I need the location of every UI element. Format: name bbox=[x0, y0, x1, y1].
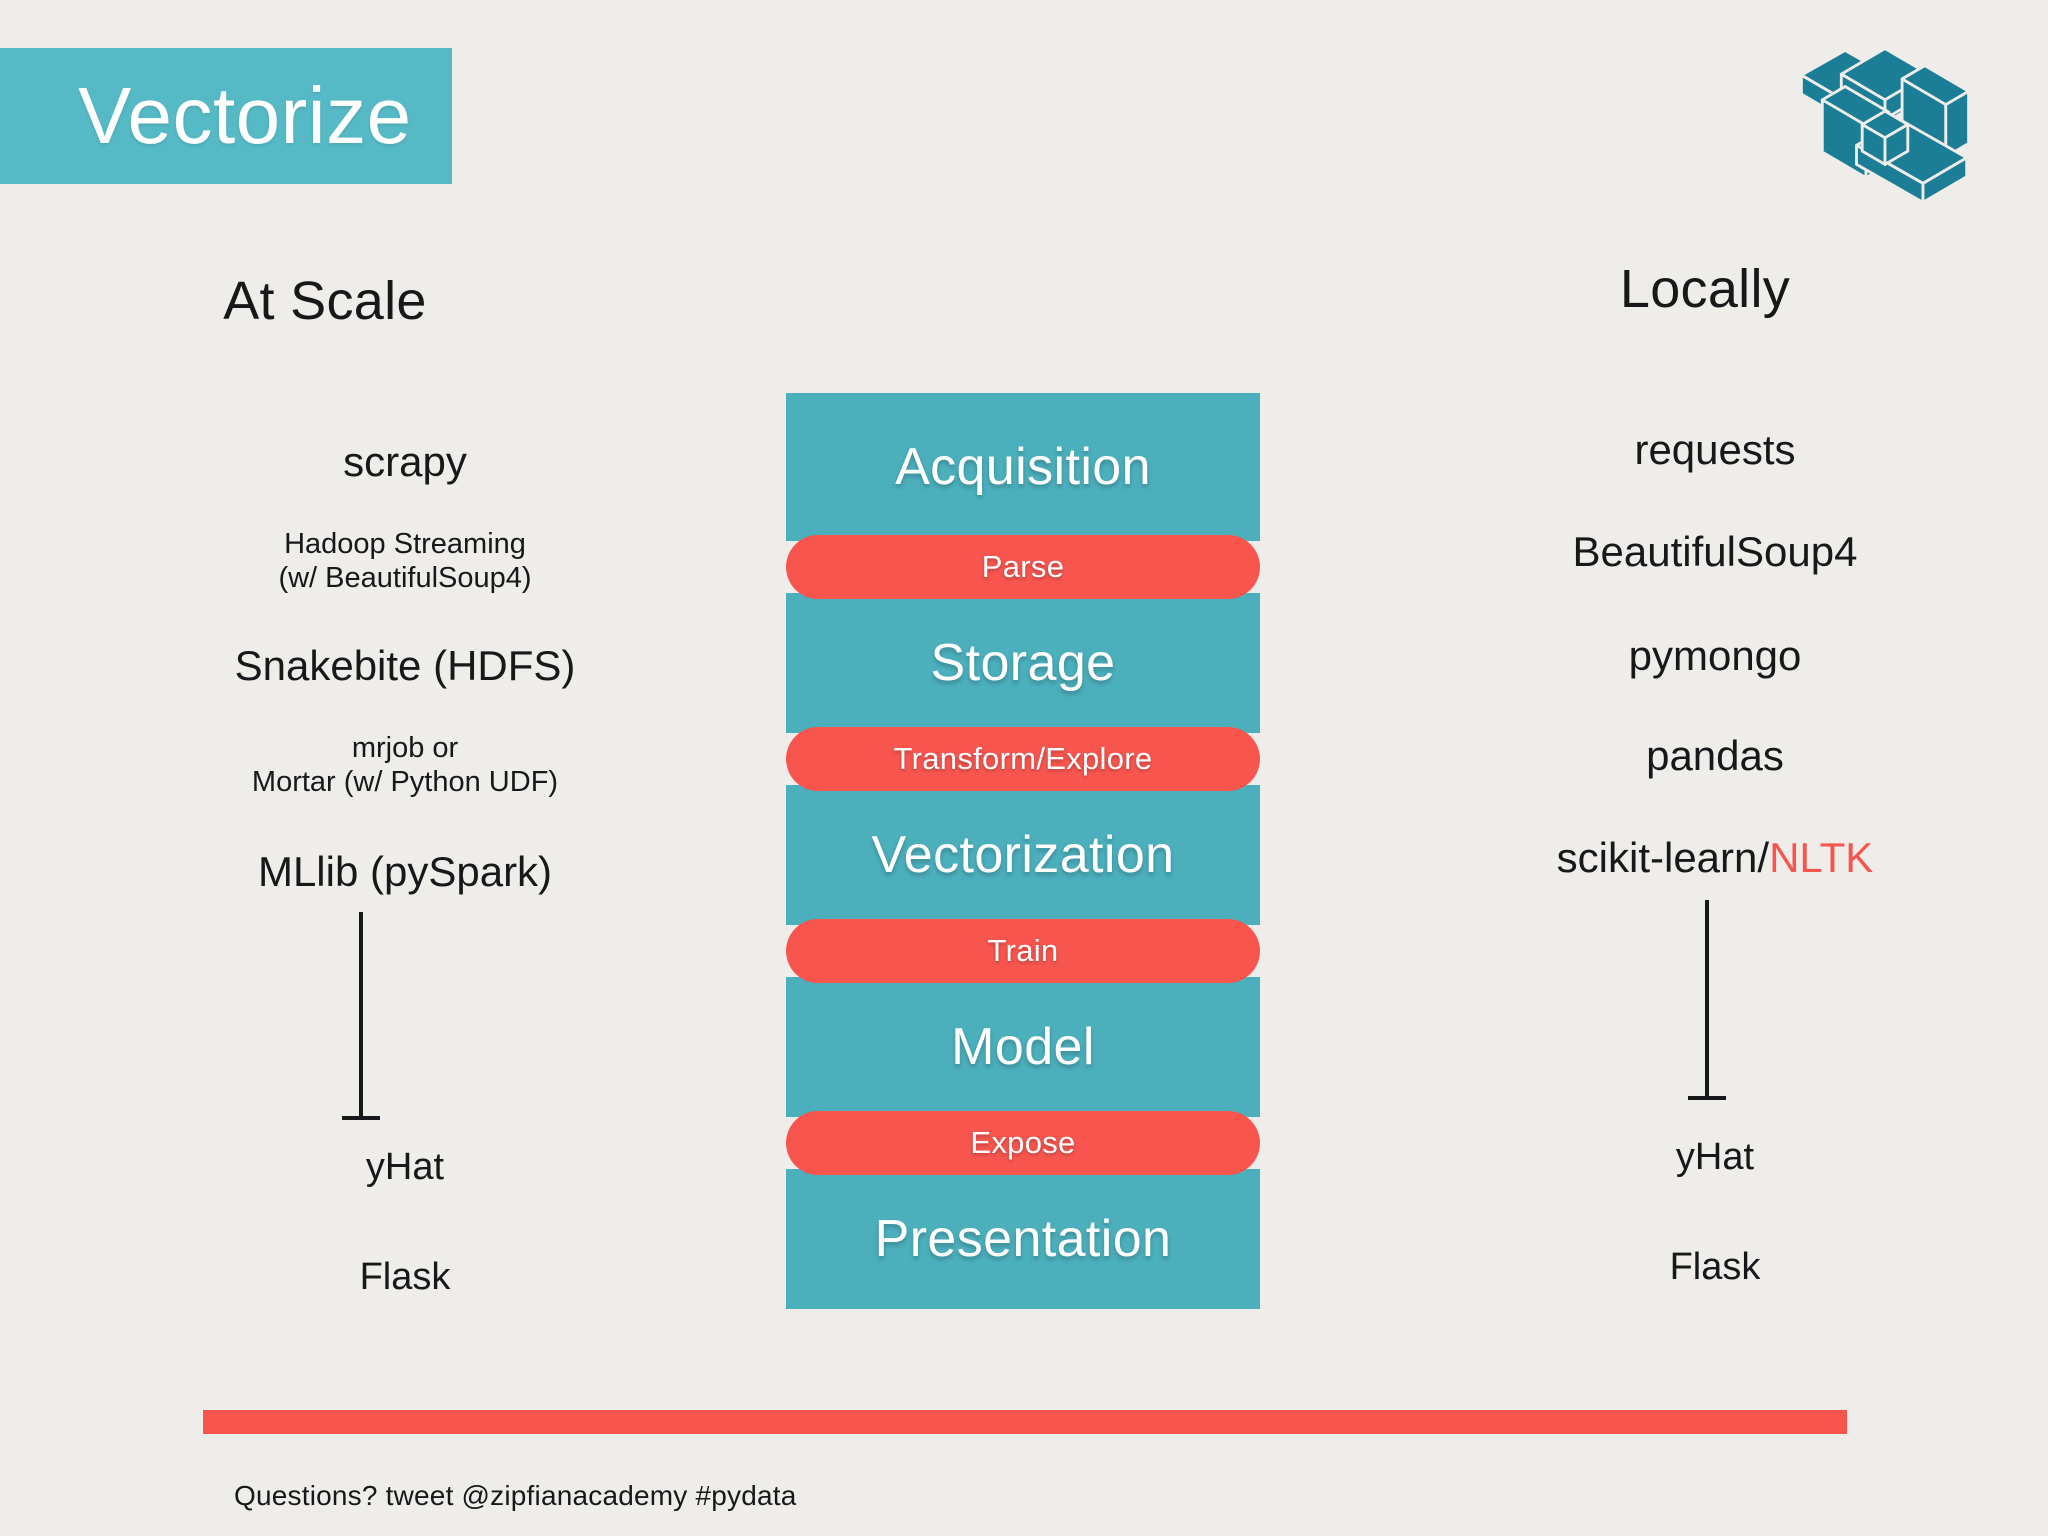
pydata-logo-icon bbox=[1790, 20, 1980, 210]
footer-note: Questions? tweet @zipfianacademy #pydata bbox=[234, 1480, 797, 1511]
column-header-locally: Locally bbox=[1619, 259, 1791, 319]
pipeline-stack: Acquisition Parse Storage Transform/Expl… bbox=[786, 393, 1260, 1309]
nltk-label: NLTK bbox=[1769, 834, 1874, 881]
right-item-requests: requests bbox=[1634, 426, 1796, 473]
left-item-snakebite: Snakebite (HDFS) bbox=[234, 642, 576, 689]
right-connector-bracket bbox=[1676, 900, 1736, 1100]
left-item-yhat: yHat bbox=[365, 1146, 445, 1188]
left-item-mllib: MLlib (pySpark) bbox=[257, 848, 553, 895]
pipeline-stage-storage[interactable]: Storage bbox=[786, 593, 1260, 733]
page-title: Vectorize bbox=[78, 71, 412, 160]
right-item-flask: Flask bbox=[1669, 1246, 1761, 1288]
scikit-learn-label: scikit-learn/ bbox=[1556, 834, 1770, 881]
right-item-pandas: pandas bbox=[1646, 732, 1784, 779]
right-connector-foot bbox=[1688, 1096, 1726, 1100]
left-item-mrjob-mortar: mrjob or Mortar (w/ Python UDF) bbox=[251, 732, 559, 798]
left-item-scrapy: scrapy bbox=[343, 438, 467, 485]
right-item-pymongo: pymongo bbox=[1628, 632, 1802, 679]
title-banner: Vectorize bbox=[0, 48, 452, 184]
right-item-scikit-nltk: scikit-learn/NLTK bbox=[1420, 834, 2010, 883]
pipeline-stage-acquisition[interactable]: Acquisition bbox=[786, 393, 1260, 541]
pipeline-link-transform-explore[interactable]: Transform/Explore bbox=[786, 727, 1260, 791]
right-item-beautifulsoup4: BeautifulSoup4 bbox=[1572, 528, 1858, 575]
column-header-at-scale: At Scale bbox=[223, 271, 427, 331]
footer-rule bbox=[203, 1410, 1847, 1434]
right-connector-stem bbox=[1705, 900, 1709, 1100]
right-item-yhat: yHat bbox=[1675, 1136, 1755, 1178]
left-item-hadoop-streaming: Hadoop Streaming (w/ BeautifulSoup4) bbox=[278, 528, 532, 594]
left-connector-foot bbox=[342, 1116, 380, 1120]
left-connector-bracket bbox=[330, 912, 390, 1120]
pipeline-link-parse[interactable]: Parse bbox=[786, 535, 1260, 599]
left-connector-stem bbox=[359, 912, 363, 1120]
pipeline-link-expose[interactable]: Expose bbox=[786, 1111, 1260, 1175]
left-item-flask: Flask bbox=[359, 1256, 451, 1298]
pipeline-link-train[interactable]: Train bbox=[786, 919, 1260, 983]
pipeline-stage-model[interactable]: Model bbox=[786, 977, 1260, 1117]
pipeline-stage-presentation[interactable]: Presentation bbox=[786, 1169, 1260, 1309]
pipeline-stage-vectorization[interactable]: Vectorization bbox=[786, 785, 1260, 925]
